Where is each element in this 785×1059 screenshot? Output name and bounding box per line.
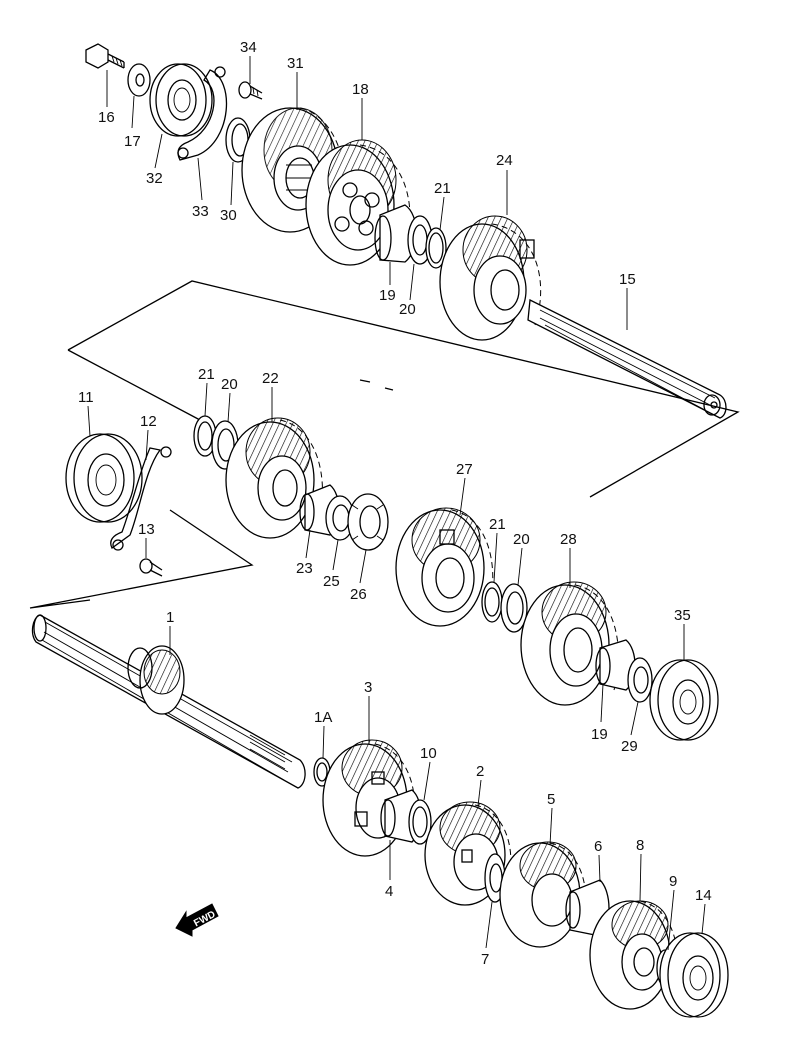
part-24-gear: [439, 215, 542, 341]
label-5: 5: [547, 791, 555, 808]
leader-lines-bottom: [169, 626, 706, 951]
countershaft-assembly: [85, 43, 727, 419]
part-18-gear: [305, 139, 411, 266]
part-14-bearing: [659, 932, 729, 1018]
label-33: 33: [192, 203, 209, 220]
label-27: 27: [456, 461, 473, 478]
part-21-circlip: [425, 227, 447, 269]
part-27-gear: [395, 507, 494, 627]
part-11-bearing: [65, 433, 143, 523]
label-11: 11: [78, 389, 94, 406]
label-13: 13: [138, 521, 155, 538]
part-10-ring: [408, 799, 432, 845]
label-23: 23: [296, 560, 313, 577]
boundary-dash-marks: [359, 379, 394, 391]
part-17-washer: [127, 63, 151, 97]
label-12: 12: [140, 413, 157, 430]
label-19-top: 19: [379, 287, 396, 304]
label-16: 16: [98, 109, 115, 126]
part-16-bolt: [85, 43, 125, 69]
label-8: 8: [636, 837, 644, 854]
label-3: 3: [364, 679, 372, 696]
part-8-gear: [589, 900, 679, 1010]
part-28-gear: [520, 581, 619, 706]
part-13-screw: [139, 558, 163, 577]
label-35: 35: [674, 607, 691, 624]
label-22: 22: [262, 370, 279, 387]
label-20-mid: 20: [221, 376, 238, 393]
label-25: 25: [323, 573, 340, 590]
part-20-washer-right: [500, 583, 528, 633]
label-15: 15: [619, 271, 636, 288]
middle-assembly: [65, 382, 719, 741]
part-1-mainshaft: [31, 614, 306, 789]
leader-lines-middle: [87, 382, 685, 736]
part-21-circlip-right: [481, 581, 503, 623]
label-4: 4: [385, 883, 393, 900]
part-35-bearing: [649, 659, 719, 741]
subassembly-boundary-lower: [29, 509, 254, 609]
part-12-retainer: [110, 446, 172, 551]
subassembly-boundary: [67, 280, 740, 498]
label-17: 17: [124, 133, 141, 150]
label-14: 14: [695, 887, 712, 904]
part-33-retainer: [177, 66, 228, 161]
label-30: 30: [220, 207, 237, 224]
label-26: 26: [350, 586, 367, 603]
label-21-right: 21: [489, 516, 506, 533]
part-number-labels: 16 17 32 33 30 34 31 18 21 24 19 20 15 1…: [78, 39, 712, 968]
part-29-washer: [627, 657, 653, 703]
label-1a: 1A: [314, 709, 332, 726]
label-28: 28: [560, 531, 577, 548]
label-7: 7: [481, 951, 489, 968]
label-19-right: 19: [591, 726, 608, 743]
label-20-top: 20: [399, 301, 416, 318]
label-31: 31: [287, 55, 304, 72]
label-21-top: 21: [434, 180, 451, 197]
label-24: 24: [496, 152, 513, 169]
part-5-gear: [499, 841, 587, 948]
label-10: 10: [420, 745, 437, 762]
leader-lines-top: [106, 56, 628, 330]
label-9: 9: [669, 873, 677, 890]
part-22-gear: [225, 417, 323, 539]
label-20-right: 20: [513, 531, 530, 548]
part-26-lockwasher: [347, 493, 389, 551]
label-29: 29: [621, 738, 638, 755]
part-21-circlip-mid: [193, 415, 217, 457]
mainshaft-assembly: FWD: [31, 614, 729, 1018]
label-2: 2: [476, 763, 484, 780]
label-6: 6: [594, 838, 602, 855]
fwd-arrow-icon: FWD: [175, 903, 219, 937]
label-34: 34: [240, 39, 257, 56]
part-34-screw: [238, 81, 263, 100]
label-32: 32: [146, 170, 163, 187]
label-18: 18: [352, 81, 369, 98]
part-32-bearing: [149, 63, 213, 137]
label-1: 1: [166, 609, 174, 626]
label-21-mid: 21: [198, 366, 215, 383]
